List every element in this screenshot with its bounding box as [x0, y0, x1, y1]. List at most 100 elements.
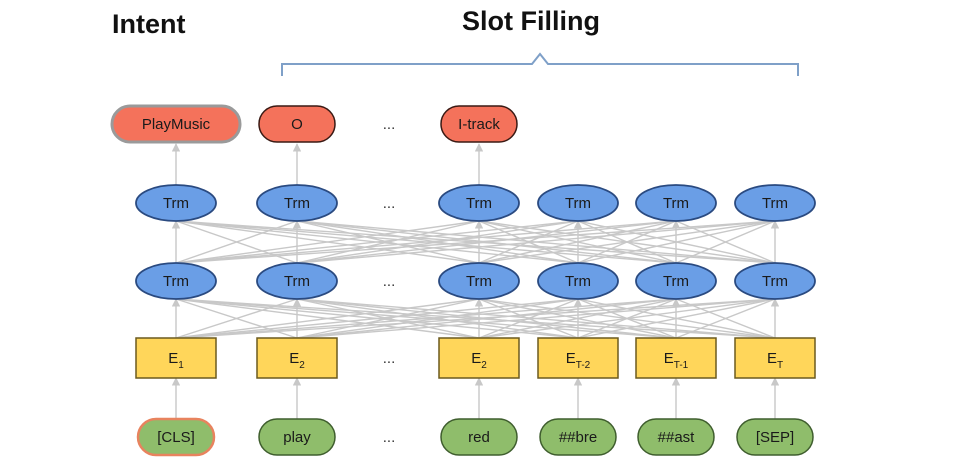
trm-label-layer1-6: Trm [762, 273, 788, 290]
embedding-node-4 [537, 337, 619, 379]
emb-trm1-edge-4-0 [175, 298, 579, 339]
token-label-4: ##bre [559, 429, 597, 446]
emb-trm1-edge-5-0 [175, 298, 677, 339]
trm-label-layer1-3: Trm [466, 273, 492, 290]
emb-trm1-edge-6-3 [478, 298, 776, 339]
trm1-trm2-edge-6-4 [577, 220, 776, 264]
output-node-2 [440, 105, 518, 143]
token-node-3 [440, 418, 518, 456]
trm1-trm2-edge-4-1 [296, 220, 579, 264]
trm-node-layer1-5 [635, 262, 717, 300]
token-label-6: [SEP] [756, 429, 794, 446]
slot-filling-heading: Slot Filling [462, 6, 600, 36]
embedding-node-1 [256, 337, 338, 379]
slot-filling-brace [281, 52, 799, 76]
trm1-trm2-edge-6-3 [478, 220, 776, 264]
ellipsis-trm-1: ... [383, 273, 396, 290]
embedding-node-3 [438, 337, 520, 379]
trm-node-layer2-5 [635, 184, 717, 222]
trm-node-layer1-3 [438, 262, 520, 300]
output-label-0: PlayMusic [142, 116, 211, 133]
emb-trm1-edge-6-5 [675, 298, 776, 339]
trm-node-layer1-1 [256, 262, 338, 300]
trm1-trm2-edge-4-0 [175, 220, 579, 264]
emb-trm1-edge-5-1 [296, 298, 677, 339]
embedding-subscript-6: T [777, 360, 783, 371]
trm-label-layer1-5: Trm [663, 273, 689, 290]
trm-label-layer1-4: Trm [565, 273, 591, 290]
trm1-trm2-edge-1-0 [175, 220, 298, 264]
embedding-label-3: E2 [471, 350, 487, 371]
trm-node-layer2-1 [256, 184, 338, 222]
embedding-label-4: ET-2 [566, 350, 591, 371]
emb-trm1-edge-1-0 [175, 298, 298, 339]
emb-trm1-edge-6-4 [577, 298, 776, 339]
embedding-label-0: E1 [168, 350, 184, 371]
embedding-base-1: E [289, 350, 299, 367]
embedding-base-4: E [566, 350, 576, 367]
token-node-4 [539, 418, 617, 456]
embedding-base-5: E [664, 350, 674, 367]
trm-node-layer2-0 [135, 184, 217, 222]
trm1-trm2-edge-6-1 [296, 220, 776, 264]
trm-node-layer1-4 [537, 262, 619, 300]
trm1-trm2-edge-6-0 [175, 220, 776, 264]
trm1-trm2-edge-3-1 [296, 220, 480, 264]
token-node-0 [136, 417, 216, 457]
emb-trm1-edge-5-3 [478, 298, 677, 339]
trm-node-layer2-6 [734, 184, 816, 222]
embedding-node-6 [734, 337, 816, 379]
connection-lines [171, 143, 780, 419]
embedding-subscript-1: 2 [299, 360, 305, 371]
ellipsis-output: ... [383, 116, 396, 133]
embedding-label-1: E2 [289, 350, 305, 371]
emb-trm1-edge-6-0 [175, 298, 776, 339]
trm-label-layer2-3: Trm [466, 195, 492, 212]
trm-node-layer1-0 [135, 262, 217, 300]
trm-label-layer2-4: Trm [565, 195, 591, 212]
token-label-5: ##ast [658, 429, 696, 446]
embedding-label-5: ET-1 [664, 350, 689, 371]
trm1-trm2-edge-3-0 [175, 220, 480, 264]
embedding-base-3: E [471, 350, 481, 367]
embedding-label-6: ET [767, 350, 783, 371]
embedding-node-0 [135, 337, 217, 379]
embedding-base-6: E [767, 350, 777, 367]
embedding-subscript-0: 1 [178, 360, 184, 371]
trm-node-layer2-3 [438, 184, 520, 222]
trm-label-layer2-1: Trm [284, 195, 310, 212]
output-node-0 [110, 104, 242, 144]
ellipsis-embedding: ... [383, 350, 396, 367]
emb-trm1-edge-6-1 [296, 298, 776, 339]
trm1-trm2-edge-5-1 [296, 220, 677, 264]
trm-node-layer2-4 [537, 184, 619, 222]
trm1-trm2-edge-6-5 [675, 220, 776, 264]
embedding-subscript-4: T-2 [576, 360, 591, 371]
trm1-trm2-edge-5-0 [175, 220, 677, 264]
token-node-1 [258, 418, 336, 456]
trm-label-layer1-1: Trm [284, 273, 310, 290]
ellipsis-token: ... [383, 429, 396, 446]
embedding-node-5 [635, 337, 717, 379]
token-label-1: play [283, 429, 311, 446]
trm-label-layer2-6: Trm [762, 195, 788, 212]
token-label-0: [CLS] [157, 429, 195, 446]
output-node-1 [258, 105, 336, 143]
trm1-trm2-edge-5-3 [478, 220, 677, 264]
embedding-subscript-5: T-1 [674, 360, 689, 371]
trm-label-layer1-0: Trm [163, 273, 189, 290]
embedding-base-0: E [168, 350, 178, 367]
token-node-6 [736, 418, 814, 456]
token-node-5 [637, 418, 715, 456]
emb-trm1-edge-3-0 [175, 298, 480, 339]
trm-node-layer1-6 [734, 262, 816, 300]
trm-label-layer2-0: Trm [163, 195, 189, 212]
intent-heading: Intent [112, 9, 186, 39]
token-label-3: red [468, 429, 490, 446]
output-label-2: I-track [458, 116, 500, 133]
emb-trm1-edge-4-1 [296, 298, 579, 339]
embedding-subscript-3: 2 [481, 360, 487, 371]
output-label-1: O [291, 116, 303, 133]
